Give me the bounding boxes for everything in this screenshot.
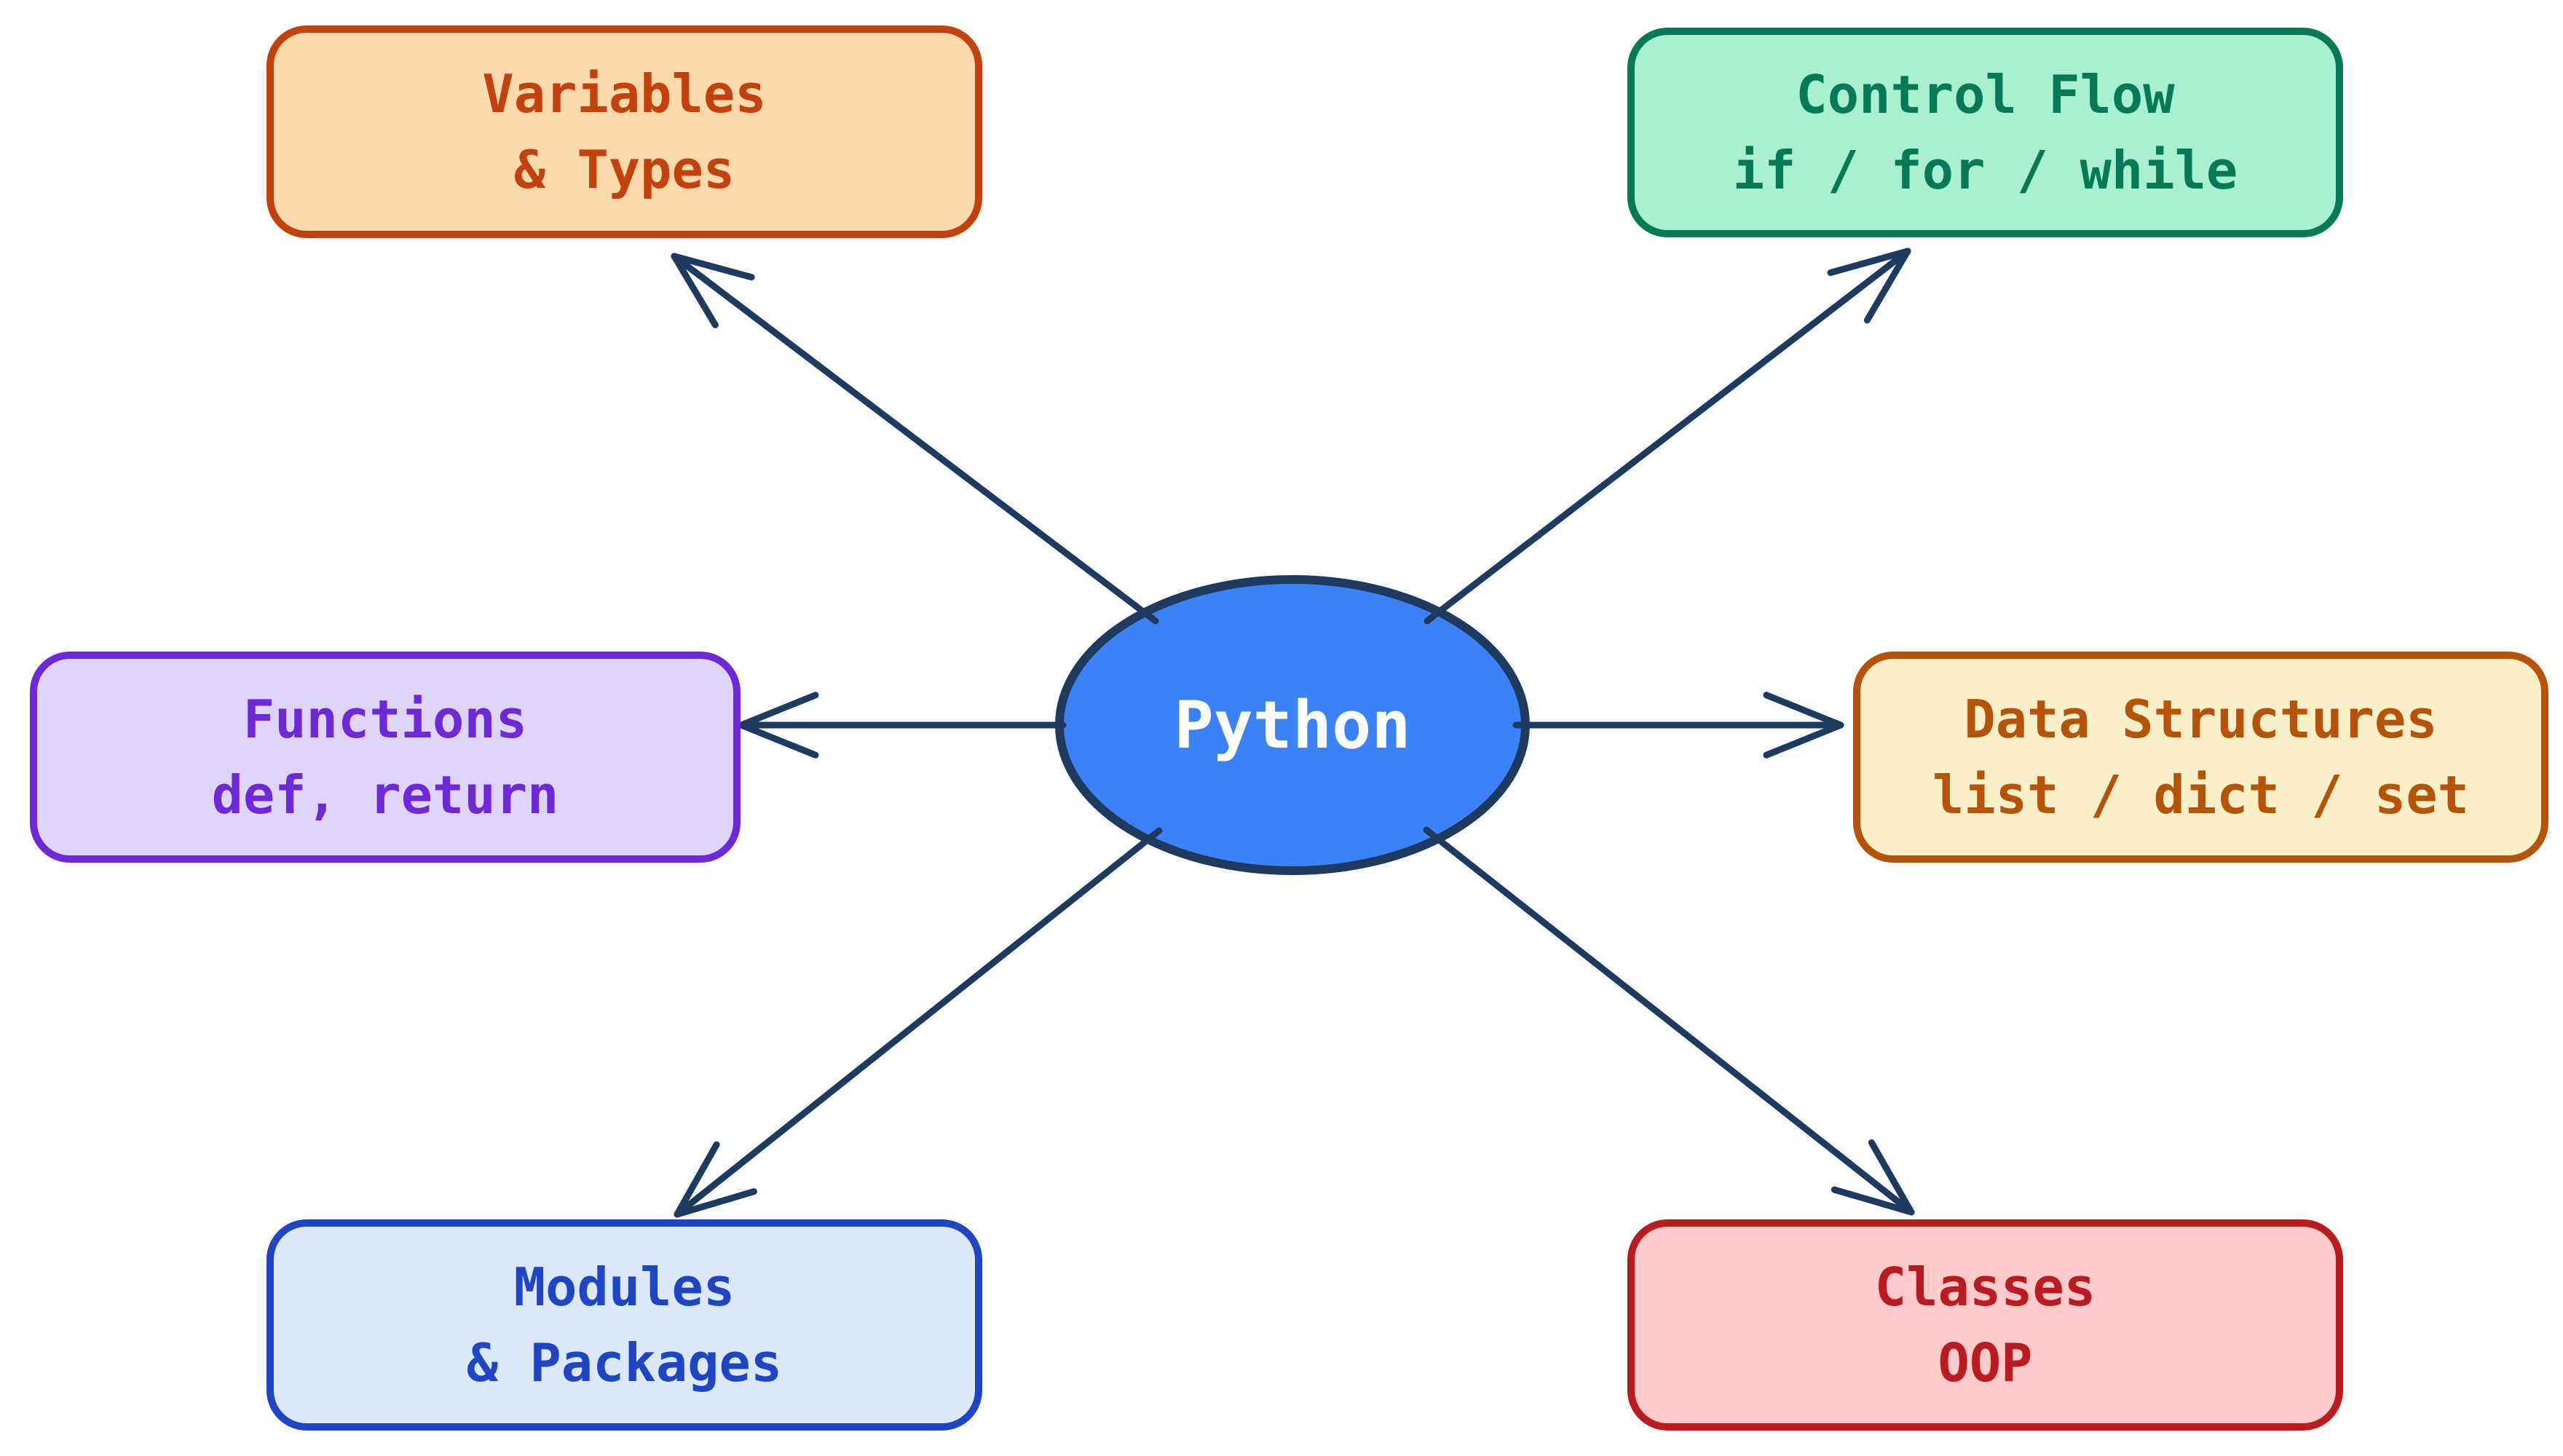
arrow-python-to-variables-types-head [671,253,755,281]
node-label-line1: Variables [482,63,767,124]
arrow-python-to-classes-head [1868,1139,1915,1216]
arrow-python-to-control-flow-head [1827,248,1911,277]
node-label-line2: def, return [211,764,559,826]
node-label-line1: Functions [242,689,528,750]
arrow-python-to-functions-head [738,692,819,729]
node-label-line1: Modules [513,1257,735,1318]
node-label-line2: OOP [1938,1332,2033,1393]
center-node-python: Python [1174,687,1411,764]
node-label-line2: list / dict / set [1932,764,2469,826]
arrow-python-to-classes-shaft [1423,826,1915,1216]
node-modules-packages: Modules & Packages [266,1219,982,1431]
arrow-python-to-modules-packages-head [674,1141,720,1218]
arrow-python-to-control-flow-shaft [1423,248,1911,625]
arrow-python-to-modules-packages-head [674,1188,757,1218]
arrow-python-to-modules-packages-shaft [674,827,1163,1218]
node-classes: Classes OOP [1627,1219,2343,1431]
arrow-python-to-functions-head [738,721,819,759]
node-label-line1: Control Flow [1796,64,2175,125]
node-label-line1: Data Structures [1964,689,2438,750]
node-label-line1: Classes [1874,1257,2096,1318]
node-label-line2: if / for / while [1732,140,2238,201]
node-functions: Functions def, return [30,652,741,863]
node-control-flow: Control Flow if / for / while [1627,28,2343,237]
node-label-line2: & Types [513,139,735,200]
arrow-group [671,248,1915,1218]
arrow-python-to-control-flow-head [1863,248,1911,324]
node-data-structures: Data Structures list / dict / set [1853,652,2548,863]
arrow-python-to-data-structures-head [1763,692,1844,729]
node-label-line2: & Packages [466,1332,783,1393]
arrow-python-to-variables-types-head [671,253,719,328]
node-variables-types: Variables & Types [266,25,982,238]
arrow-python-to-variables-types-shaft [671,253,1159,625]
arrow-python-to-classes-head [1831,1186,1915,1216]
arrow-python-to-data-structures-head [1763,721,1844,759]
